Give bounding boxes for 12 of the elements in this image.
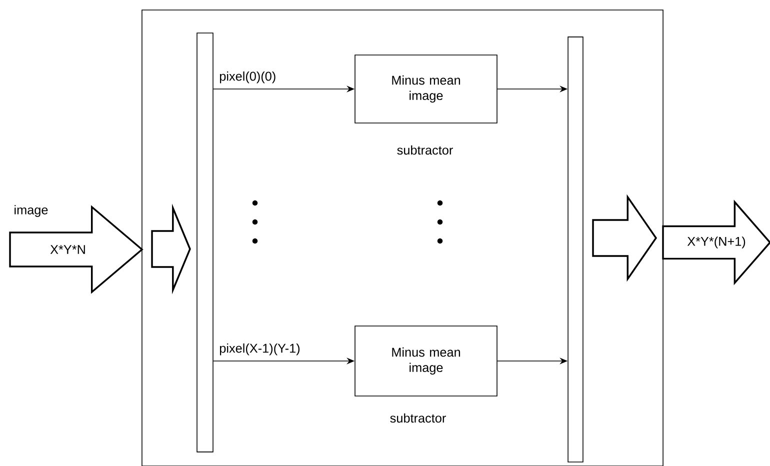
process-box: Minus mean image <box>354 326 498 396</box>
node-caption: subtractor <box>390 413 446 423</box>
bus-bar <box>196 32 214 452</box>
frame <box>142 10 664 466</box>
edge-label: pixel(0)(0) <box>220 71 276 84</box>
block-arrow <box>151 204 191 294</box>
process-box: Minus mean image <box>354 54 498 124</box>
edge-label: pixel(X-1)(Y-1) <box>220 343 300 356</box>
bus-bar <box>568 36 584 462</box>
node-caption: image <box>14 205 48 217</box>
block-arrow <box>592 194 658 282</box>
node-caption: subtractor <box>397 145 453 155</box>
